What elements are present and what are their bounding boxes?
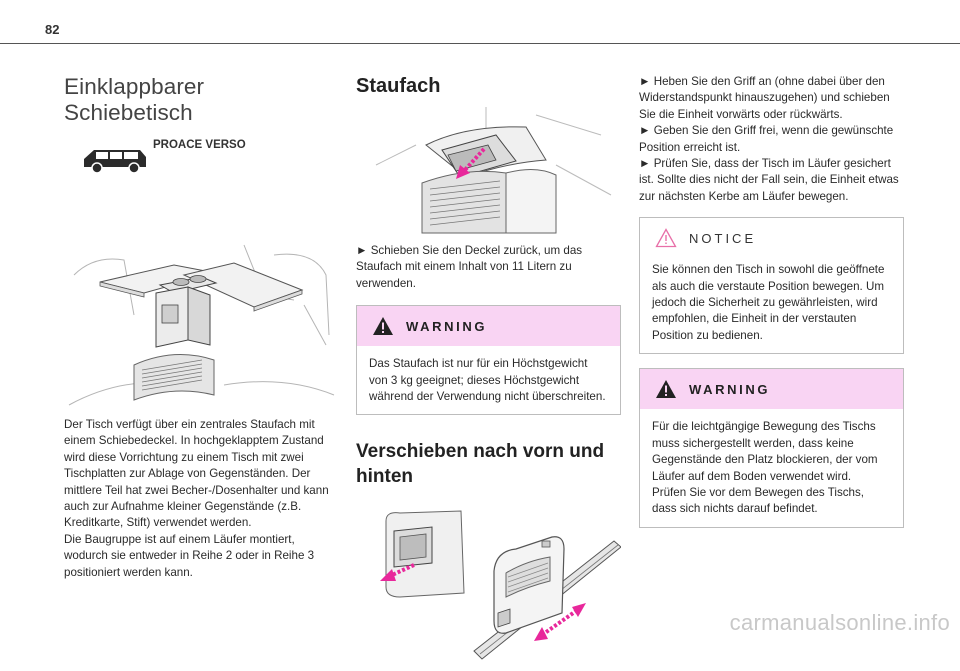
notice-header: NOTICE	[640, 218, 903, 258]
warning-header: WARNING	[357, 306, 620, 347]
notice-triangle-icon	[655, 228, 677, 248]
step-3: ► Prüfen Sie, dass der Tisch im Läufer g…	[639, 157, 899, 203]
warning-box-sliding: WARNING Für die leichtgängige Bewegung d…	[639, 368, 904, 528]
slide-arrow-icon	[456, 147, 486, 179]
section-title-storage: Staufach	[356, 75, 441, 97]
warning-triangle-icon	[372, 316, 394, 336]
warning-text-2: Prüfen Sie vor dem Bewegen des Tischs, d…	[652, 485, 865, 516]
section-title-table: Einklappbarer Schiebetisch	[64, 74, 205, 125]
storage-instruction: ► Schieben Sie den Deckel zurück, um das…	[356, 244, 583, 290]
runner-description: Die Baugruppe ist auf einem Läufer monti…	[64, 532, 315, 579]
storage-illustration	[356, 105, 621, 237]
sliding-steps: ► Heben Sie den Griff an (ohne dabei übe…	[639, 74, 904, 205]
column-1: Einklappbarer Schiebetisch PROACE VERSO	[64, 60, 339, 581]
column-2: Staufach	[356, 60, 621, 671]
sliding-illustration	[356, 501, 621, 671]
handle-arrow-icon	[380, 563, 415, 582]
table-description: Der Tisch verfügt über ein zentrales Sta…	[64, 418, 329, 530]
warning-text: Für die leichtgängige Bewegung des Tisch…	[652, 420, 878, 483]
model-row: PROACE VERSO	[64, 139, 339, 179]
notice-label: NOTICE	[689, 230, 757, 246]
step-1: ► Heben Sie den Griff an (ohne dabei übe…	[639, 75, 890, 121]
footer-watermark: carmanualsonline.info	[729, 610, 950, 635]
header-rule	[0, 43, 960, 44]
van-icon	[80, 145, 150, 175]
move-arrow-icon	[534, 603, 586, 642]
warning-triangle-icon	[655, 379, 677, 399]
notice-text: Sie können den Tisch in sowohl die geöff…	[652, 263, 885, 342]
warning-text: Das Staufach ist nur für ein Höchstgewic…	[369, 357, 606, 404]
model-label: PROACE VERSO	[153, 139, 246, 151]
warning-label: WARNING	[406, 318, 488, 334]
warning-header: WARNING	[640, 369, 903, 410]
notice-box: NOTICE Sie können den Tisch in sowohl di…	[639, 217, 904, 355]
warning-box-storage: WARNING Das Staufach ist nur für ein Höc…	[356, 305, 621, 416]
section-title-sliding: Verschieben nach vorn und hinten	[356, 441, 605, 488]
column-3: ► Heben Sie den Griff an (ohne dabei übe…	[639, 60, 904, 528]
step-2: ► Geben Sie den Griff frei, wenn die gew…	[639, 124, 894, 154]
page-number: 82	[45, 22, 60, 37]
warning-label: WARNING	[689, 381, 771, 397]
table-illustration	[64, 235, 339, 413]
